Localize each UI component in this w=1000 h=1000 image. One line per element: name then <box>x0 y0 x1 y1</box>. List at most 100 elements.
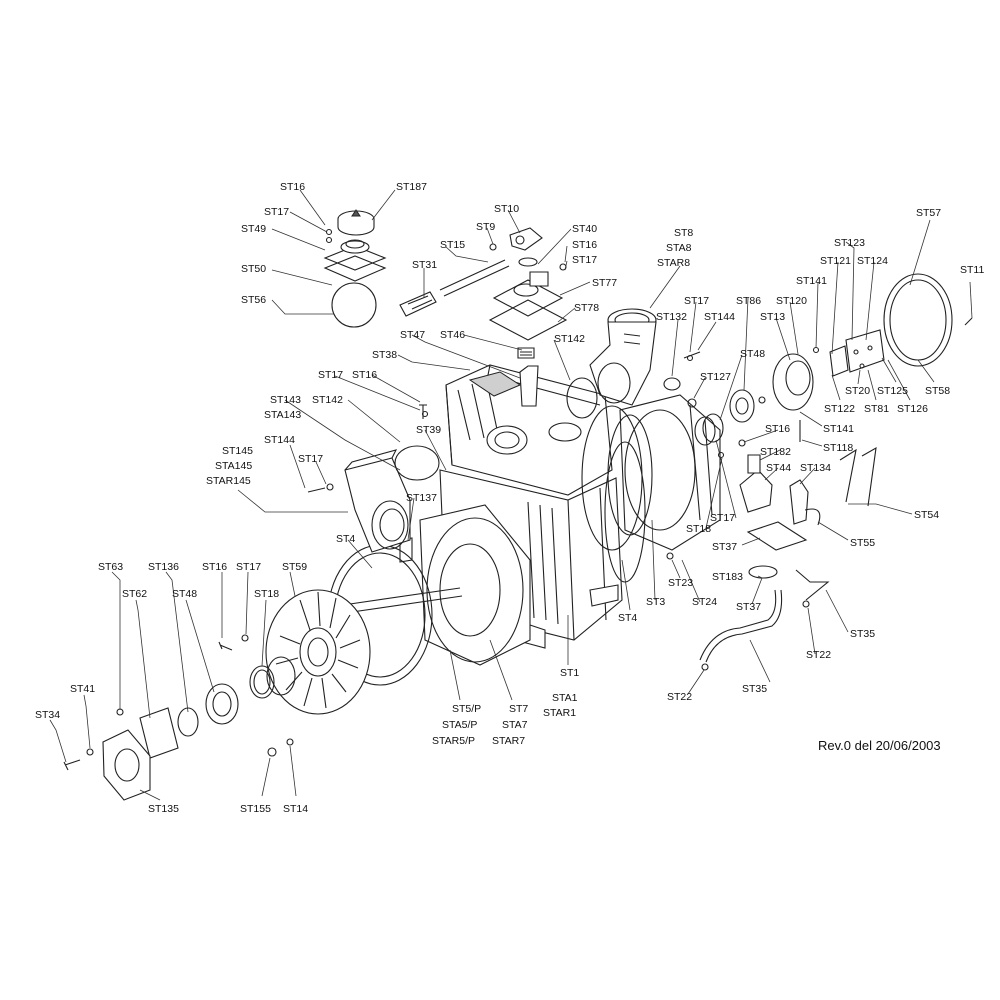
label-st9: ST9 <box>476 221 495 233</box>
label-st141-b: ST141 <box>823 423 854 435</box>
label-st1: ST1 <box>560 667 579 679</box>
label-st78: ST78 <box>574 302 599 314</box>
label-sta8: STA8 <box>666 242 692 254</box>
label-star1: STAR1 <box>543 707 576 719</box>
label-st54: ST54 <box>914 509 939 521</box>
label-st18: ST18 <box>686 523 711 535</box>
label-sta143: STA143 <box>264 409 301 421</box>
label-st20: ST20 <box>845 385 870 397</box>
label-st14: ST14 <box>283 803 308 815</box>
label-st17-f: ST17 <box>710 512 735 524</box>
label-st48-b: ST48 <box>172 588 197 600</box>
label-st155: ST155 <box>240 803 271 815</box>
hose-st35-b <box>795 569 830 601</box>
label-st24: ST24 <box>692 596 717 608</box>
outlet-elbow <box>589 308 657 406</box>
label-st5p: ST5/P <box>452 703 481 715</box>
label-st118: ST118 <box>823 442 853 454</box>
plug-st132 <box>663 377 681 391</box>
label-st62: ST62 <box>122 588 147 600</box>
label-st49: ST49 <box>241 223 266 235</box>
label-st16-e: ST16 <box>202 561 227 573</box>
label-sta7: STA7 <box>502 719 528 731</box>
screw-st16-d <box>738 439 746 447</box>
end-cover-st135 <box>102 729 151 801</box>
bearing-st48-b <box>729 389 755 423</box>
gasket-rear <box>604 441 646 583</box>
clip-st14 <box>286 738 294 746</box>
label-st22: ST22 <box>806 649 831 661</box>
label-st22-b: ST22 <box>667 691 692 703</box>
label-star145: STAR145 <box>206 475 251 487</box>
washer-st17 <box>241 634 249 642</box>
label-st13: ST13 <box>760 311 785 323</box>
label-star8: STAR8 <box>657 257 690 269</box>
label-st183: ST183 <box>712 571 743 583</box>
label-st136: ST136 <box>148 561 179 573</box>
label-st120: ST120 <box>776 295 807 307</box>
label-st48: ST48 <box>740 348 765 360</box>
fitting-st22-a <box>701 663 709 671</box>
label-st143: ST143 <box>270 394 301 406</box>
plug-st23 <box>666 552 674 560</box>
label-star5p: STAR5/P <box>432 735 475 747</box>
label-st63: ST63 <box>98 561 123 573</box>
bolt-st144 <box>307 487 326 493</box>
label-st141: ST141 <box>796 275 827 287</box>
washer-st17-d <box>686 354 694 362</box>
label-st31: ST31 <box>412 259 437 271</box>
oring-st17-f <box>702 413 724 443</box>
hose-st35-a-2 <box>705 589 783 663</box>
label-st144-b: ST144 <box>264 434 295 446</box>
label-st34: ST34 <box>35 709 60 721</box>
label-st132: ST132 <box>656 311 687 323</box>
gasket-st62 <box>139 707 179 759</box>
label-st126: ST126 <box>897 403 928 415</box>
label-st17: ST17 <box>264 206 289 218</box>
oring-left <box>266 656 296 696</box>
label-st4: ST4 <box>618 612 637 624</box>
label-st77: ST77 <box>592 277 617 289</box>
seal-ring-st18-inner <box>253 669 271 695</box>
washer-st17-b <box>326 483 334 491</box>
label-st59: ST59 <box>282 561 307 573</box>
label-st44: ST44 <box>766 462 791 474</box>
drive-rod-group <box>399 227 568 359</box>
label-star7: STAR7 <box>492 735 525 747</box>
washer-st41 <box>86 748 94 756</box>
label-st37: ST37 <box>712 541 737 553</box>
label-st121: ST121 <box>820 255 851 267</box>
label-st15: ST15 <box>440 239 465 251</box>
fan-wheel <box>265 589 371 715</box>
bracket-st54 <box>839 446 877 507</box>
label-st81: ST81 <box>864 403 889 415</box>
label-st124: ST124 <box>857 255 888 267</box>
revision-note: Rev.0 del 20/06/2003 <box>818 738 941 753</box>
pin-st18 <box>717 451 725 459</box>
label-st39: ST39 <box>416 424 441 436</box>
seal-st136 <box>177 707 199 737</box>
label-st11: ST11 <box>960 264 984 276</box>
label-st56: ST56 <box>241 294 266 306</box>
valve-cover-group <box>772 273 973 411</box>
label-st17-g: ST17 <box>236 561 261 573</box>
bearing-st48-inner <box>212 691 232 717</box>
label-st4-b: ST4 <box>336 533 355 545</box>
label-sta5p: STA5/P <box>442 719 477 731</box>
label-st37-b: ST37 <box>736 601 761 613</box>
hose-st35-a <box>699 589 777 661</box>
bolt-st144-b <box>683 351 701 359</box>
label-st17-b: ST17 <box>572 254 597 266</box>
label-st3: ST3 <box>646 596 665 608</box>
label-st16-b: ST16 <box>572 239 597 251</box>
label-st123: ST123 <box>834 237 865 249</box>
label-st18-b: ST18 <box>254 588 279 600</box>
parts-drawing <box>63 209 973 801</box>
label-st145: ST145 <box>222 445 253 457</box>
label-st142-b: ST142 <box>312 394 343 406</box>
label-st17-e: ST17 <box>298 453 323 465</box>
label-st17-c: ST17 <box>684 295 709 307</box>
front-flange <box>349 504 531 666</box>
label-st16-c: ST16 <box>352 369 377 381</box>
